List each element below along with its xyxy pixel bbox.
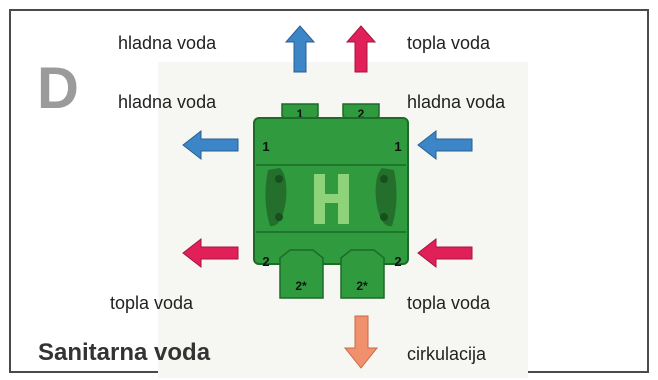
label-cold-water-out: hladna voda bbox=[118, 33, 217, 53]
arrow-hot-water-left bbox=[182, 237, 239, 269]
arrow-cold-water-right bbox=[417, 129, 473, 161]
label-cold-water-right: hladna voda bbox=[407, 92, 506, 112]
manifold-body bbox=[253, 117, 409, 265]
label-hot-water-out: topla voda bbox=[407, 33, 491, 53]
bottom-port-right-label: 2* bbox=[356, 279, 368, 293]
side-port-left-1: 1 bbox=[262, 139, 269, 154]
bottom-port-left-label: 2* bbox=[295, 279, 307, 293]
channel-right bbox=[375, 168, 397, 227]
diagram-caption: Sanitarna voda bbox=[38, 339, 211, 366]
panel-letter: D bbox=[37, 56, 79, 121]
label-hot-water-left: topla voda bbox=[110, 293, 194, 313]
arrow-cold-water-left bbox=[182, 129, 239, 161]
h-emblem bbox=[314, 174, 349, 224]
arrow-hot-water-out bbox=[345, 25, 377, 73]
bottom-port-right: 2* bbox=[340, 249, 385, 299]
side-port-left-2: 2 bbox=[262, 254, 269, 269]
label-cold-water-left: hladna voda bbox=[118, 92, 217, 112]
side-port-right-2: 2 bbox=[394, 254, 401, 269]
bottom-port-left: 2* bbox=[279, 249, 324, 299]
arrow-circulation bbox=[343, 315, 379, 369]
label-circulation: cirkulacija bbox=[407, 344, 487, 364]
label-hot-water-right: topla voda bbox=[407, 293, 491, 313]
arrow-hot-water-right bbox=[417, 237, 473, 269]
top-port-1-label: 1 bbox=[297, 107, 304, 121]
arrow-cold-water-out bbox=[284, 25, 316, 73]
side-port-right-1: 1 bbox=[394, 139, 401, 154]
channel-left bbox=[265, 168, 287, 227]
top-port-2-label: 2 bbox=[358, 107, 365, 121]
